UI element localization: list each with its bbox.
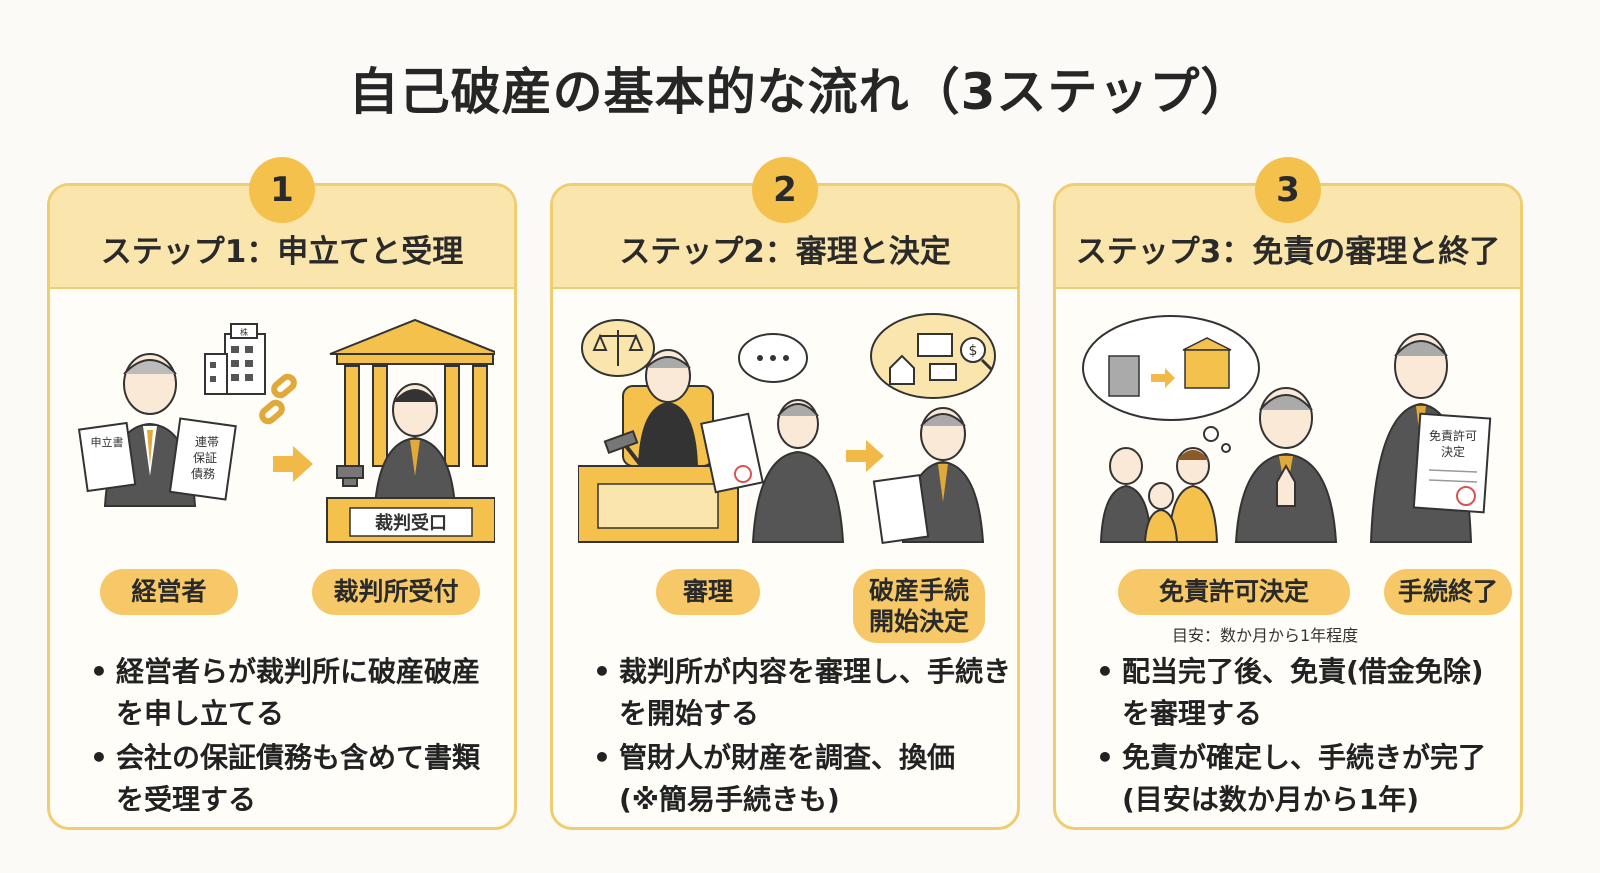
relieved-person-icon: [1234, 387, 1338, 543]
step-3-illustration: 免責許可 決定: [1082, 315, 1492, 543]
doc-label: 申立書: [91, 435, 124, 449]
bullet-item: 免責が確定し、手続きが完了(目安は数か月から1年): [1094, 737, 1519, 821]
step-title: ステップ1：申立てと受理: [100, 234, 464, 270]
arrow-right-icon: [273, 446, 313, 482]
svg-text:$: $: [969, 343, 978, 359]
seal-stamp: [1456, 486, 1476, 506]
label-pill: 経営者: [100, 569, 238, 615]
executive-person-icon: 申立書 連帯 保証 債務: [77, 353, 237, 507]
speech-bubble-icon: [738, 333, 808, 383]
step-1-illustration: 株 申立書 連帯 保証 債務: [77, 318, 495, 543]
gavel-icon: [603, 429, 642, 466]
official-person-icon: 免責許可 決定: [1369, 333, 1492, 543]
page-title: 自己破産の基本的な流れ（3ステップ）: [348, 63, 1252, 121]
step-number-badge: 1: [249, 157, 315, 223]
desk-sign: 裁判受口: [375, 512, 447, 534]
arrow-right-icon: [846, 440, 884, 472]
office-building-icon: 株: [204, 323, 266, 395]
label-pill: 免責許可決定: [1118, 569, 1350, 615]
svg-text:保証: 保証: [193, 451, 217, 465]
family-icon: [1099, 447, 1219, 543]
step-card-2: ステップ2：審理と決定 2 $: [550, 157, 1020, 830]
label-pill: 審理: [656, 569, 760, 615]
svg-text:株: 株: [240, 327, 248, 337]
certificate-label: 免責許可: [1429, 428, 1477, 443]
label-pill: 手続終了: [1384, 569, 1512, 615]
svg-text:連帯: 連帯: [195, 435, 219, 449]
step-title: ステップ3：免責の審理と終了: [1075, 234, 1501, 270]
step-number-badge: 2: [752, 157, 818, 223]
duration-note: 目安：数か月から1年程度: [1172, 626, 1359, 645]
svg-text:決定: 決定: [1441, 444, 1465, 459]
bullet-item: 管財人が財産を調査、換価(※簡易手続きも): [591, 737, 1016, 821]
label-pill: 裁判所受付: [312, 569, 480, 615]
clerk-person-icon: [373, 383, 457, 507]
svg-text:債務: 債務: [191, 466, 215, 481]
step-bullets: 配当完了後、免責(借金免除)を審理する 免責が確定し、手続きが完了(目安は数か月…: [1094, 651, 1519, 823]
scales-icon: [581, 319, 655, 377]
step-title: ステップ2：審理と決定: [619, 234, 951, 270]
step-number-badge: 3: [1255, 157, 1321, 223]
trustee-person-icon: [872, 407, 985, 545]
step-card-1: ステップ1：申立てと受理 1 株: [47, 157, 517, 830]
bullet-item: 配当完了後、免責(借金免除)を審理する: [1094, 651, 1519, 735]
step-2-illustration: $: [578, 313, 996, 545]
thought-bubble-icon: [1082, 315, 1260, 453]
broken-chain-icon: [259, 373, 297, 425]
label-pill-decision: 破産手続開始決定: [853, 569, 985, 643]
applicant-person-icon: [700, 399, 845, 543]
gavel-icon: [336, 465, 364, 487]
thought-bubble-assets-icon: $: [870, 313, 996, 399]
courthouse-icon: [329, 318, 495, 467]
step-card-3: ステップ3：免責の審理と終了 3: [1053, 157, 1523, 830]
judge-person-icon: [622, 349, 714, 467]
